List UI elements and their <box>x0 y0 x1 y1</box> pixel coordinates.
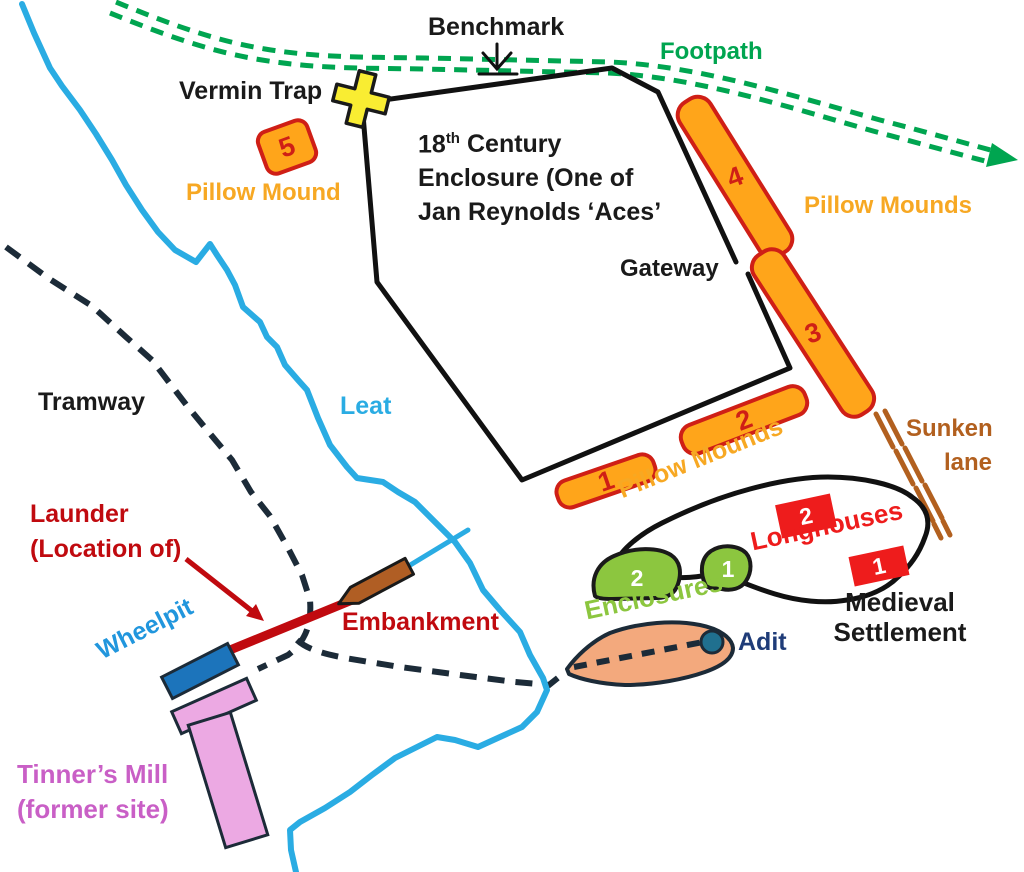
enclosure-1-shape <box>699 544 753 592</box>
medieval-settlement-label: Medieval Settlement <box>810 587 990 648</box>
benchmark-symbol-icon <box>477 42 519 76</box>
vermin-trap-label: Vermin Trap <box>179 77 323 105</box>
gateway-label: Gateway <box>620 255 719 282</box>
wheelpit-shape <box>159 641 241 701</box>
embankment-label: Embankment <box>342 608 499 636</box>
medieval-label-line1: Medieval <box>845 587 955 617</box>
sunken-lane-label-line2: lane <box>944 449 993 476</box>
pillow-mound-2-shape: 2 <box>678 384 810 456</box>
adit-label: Adit <box>738 628 787 656</box>
launder-arrow <box>184 557 254 613</box>
leat-feeder-line <box>399 527 471 573</box>
pillow-mound-3-shape: 3 <box>749 247 877 419</box>
pillow-mound-label: Pillow Mound <box>186 179 341 206</box>
enclosure-2-shape <box>591 547 682 601</box>
launder-label-line2: (Location of) <box>30 534 182 563</box>
pillow-mound-5-shape: 5 <box>255 118 319 176</box>
longhouse-2-shape: 2 <box>775 493 837 539</box>
enclosure-title-line3: Jan Reynolds ‘Aces’ <box>418 198 662 227</box>
launder-label-line1: Launder <box>30 500 129 528</box>
tinners-mill-label-line1: Tinner’s Mill <box>17 759 169 789</box>
longhouse-2-number: 2 <box>797 502 815 530</box>
tramway-label: Tramway <box>38 388 146 416</box>
vermin-trap-icon <box>330 68 392 130</box>
sunken-lane-marks <box>873 408 953 541</box>
leat-line <box>19 1 550 872</box>
sunken-lane-label-line1: Sunken <box>906 415 993 442</box>
footpath-label: Footpath <box>660 38 763 65</box>
adit-entrance-icon <box>699 629 725 655</box>
footpath-arrowhead-icon <box>986 143 1018 167</box>
enclosure-title-line2: Enclosure (One of <box>418 164 634 193</box>
footpath-line <box>109 0 999 164</box>
tinners-mill-label: Tinner’s Mill (former site) <box>17 759 169 825</box>
enclosure-1-number: 1 <box>722 556 735 582</box>
benchmark-label: Benchmark <box>428 13 565 41</box>
mill-building-2 <box>186 710 270 850</box>
longhouse-1-shape: 1 <box>848 545 910 587</box>
launder-arrowhead-icon <box>246 604 264 621</box>
pillow-mound-1-shape: 1 <box>554 452 658 510</box>
embankment-shape <box>337 556 416 606</box>
leat-label: Leat <box>340 392 392 420</box>
tramway-line <box>4 244 566 689</box>
medieval-label-line2: Settlement <box>833 616 967 647</box>
enclosure-2-number: 2 <box>631 565 644 591</box>
enclosure-boundary <box>359 65 793 483</box>
launder-label: Launder (Location of) <box>30 500 181 564</box>
longhouse-1-number: 1 <box>870 552 888 580</box>
pillow-mound-4-shape: 4 <box>675 94 795 260</box>
pillow-mounds-right-label: Pillow Mounds <box>804 192 972 219</box>
tinners-mill-label-line2: (former site) <box>17 793 169 824</box>
